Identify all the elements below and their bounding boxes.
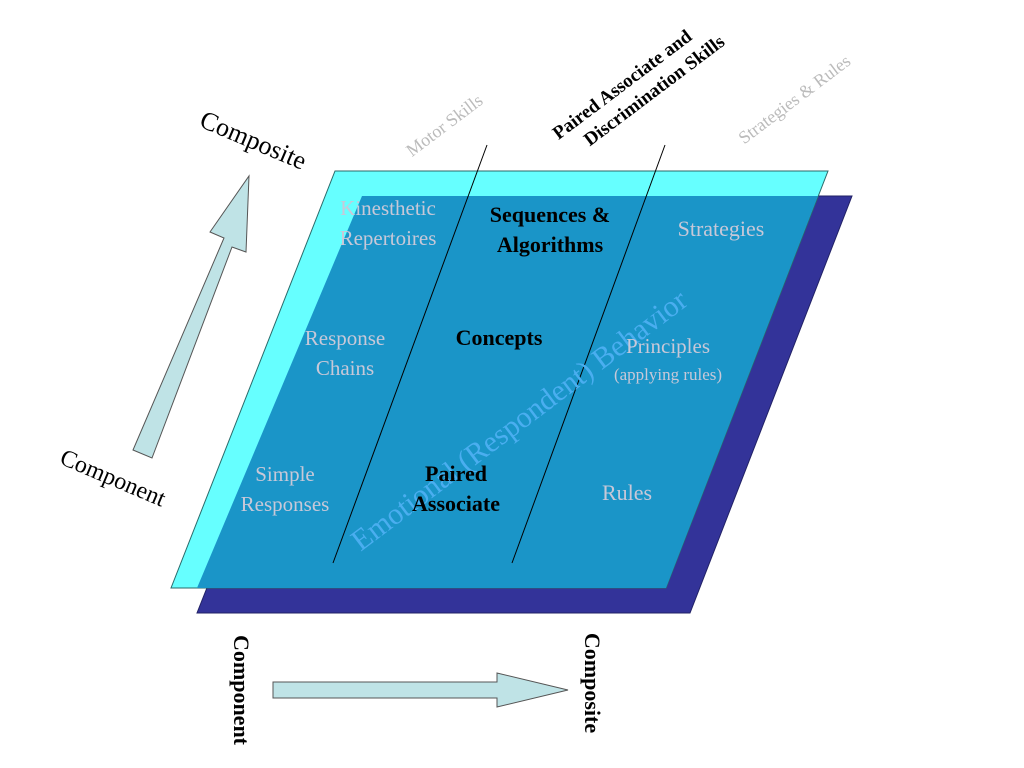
divider-line-left xyxy=(332,144,488,564)
cell-principles-line2: (applying rules) xyxy=(614,365,722,384)
cell-rules: Rules xyxy=(602,480,652,505)
horizontal-arrow xyxy=(272,672,569,708)
cell-concepts: Concepts xyxy=(456,325,543,350)
horizontal-axis-left-label: Component xyxy=(229,635,254,746)
cell-simple-line1: Simple xyxy=(255,462,315,486)
cell-paired-line2: Associate xyxy=(412,491,500,516)
cell-kinesthetic-line1: Kinesthetic xyxy=(340,196,436,220)
strategies-rules-header: Strategies & Rules xyxy=(734,51,854,148)
motor-skills-header: Motor Skills xyxy=(402,90,486,160)
cell-strategies: Strategies xyxy=(678,216,765,241)
cell-sequences-line1: Sequences & xyxy=(490,202,610,227)
paired-discrimination-header: Paired Associate and Discrimination Skil… xyxy=(549,26,729,151)
cell-response-line1: Response xyxy=(305,326,386,350)
cell-sequences-line2: Algorithms xyxy=(497,232,604,257)
cell-paired-line1: Paired xyxy=(425,461,487,486)
divider-line-right xyxy=(511,144,666,564)
cell-kinesthetic-line2: Repertoires xyxy=(340,226,437,250)
vertical-arrow xyxy=(132,174,250,459)
cell-simple-line2: Responses xyxy=(241,492,330,516)
overlap-region xyxy=(197,196,818,588)
cell-principles-line1: Principles xyxy=(626,334,710,358)
cell-response-line2: Chains xyxy=(316,356,374,380)
horizontal-axis-right-label: Composite xyxy=(580,633,605,733)
vertical-axis-top-label: Composite xyxy=(196,105,311,176)
